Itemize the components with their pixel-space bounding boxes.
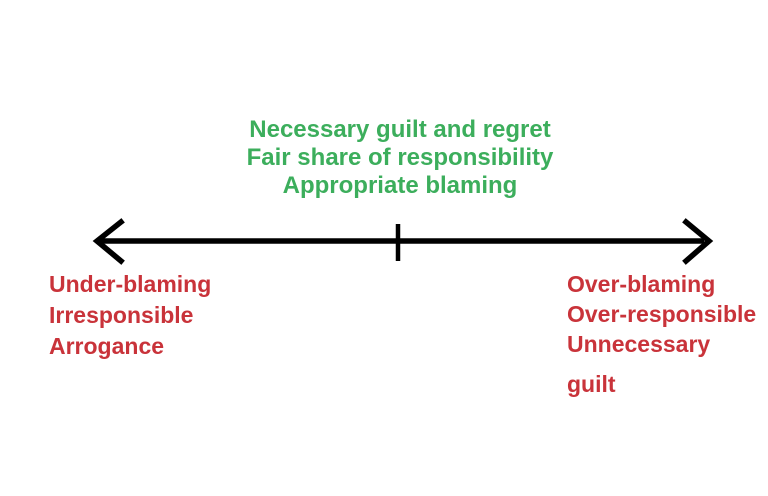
center-label-block: Necessary guilt and regret Fair share of… bbox=[150, 116, 650, 200]
right-label-line-4: guilt bbox=[567, 371, 616, 397]
arrowhead-left-icon bbox=[92, 218, 125, 265]
right-label-block: Over-blaming Over-responsible Unnecessar… bbox=[567, 269, 768, 399]
right-label-line-2: Over-responsible bbox=[567, 301, 757, 327]
center-label-line-2: Fair share of responsibility bbox=[246, 144, 554, 171]
left-label-line-2: Irresponsible bbox=[49, 302, 194, 328]
left-label-block: Under-blaming Irresponsible Arrogance bbox=[49, 269, 329, 362]
left-label-line-3: Arrogance bbox=[49, 333, 165, 359]
center-label-line-3: Appropriate blaming bbox=[282, 172, 518, 199]
arrowhead-right-icon bbox=[682, 218, 714, 265]
right-label-line-1: Over-blaming bbox=[567, 271, 716, 297]
center-label-line-1: Necessary guilt and regret bbox=[249, 116, 551, 143]
right-label-line-3: Unnecessary bbox=[567, 331, 711, 357]
left-label-line-1: Under-blaming bbox=[49, 271, 212, 297]
